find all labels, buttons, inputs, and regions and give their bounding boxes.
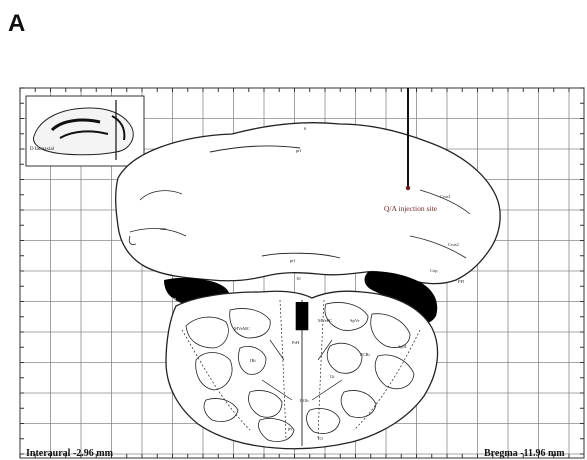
bregma-caption: Bregma -11.96 mm: [484, 448, 565, 459]
region-label: Gi: [330, 374, 335, 379]
sagittal-inset: D Intraaxial: [26, 96, 144, 166]
region-label: MVeMC: [234, 326, 250, 331]
interaural-caption: Interaural -2.96 mm: [26, 448, 114, 459]
region-label: py: [288, 426, 293, 431]
region-label: Crus2: [448, 242, 459, 247]
region-label: ROb: [300, 398, 309, 403]
region-label: MVePC: [318, 318, 332, 323]
region-label: IRt: [250, 358, 257, 363]
region-label: Crus1: [440, 194, 451, 199]
injection-site-label: Q/A injection site: [384, 204, 438, 213]
region-label: prf: [296, 148, 302, 153]
region-label: 4Ven: [168, 296, 176, 301]
region-label: PFl: [458, 279, 465, 284]
region-label: Sp5I: [398, 344, 407, 349]
region-label: Cop: [430, 268, 438, 273]
region-label: SpVe: [350, 318, 360, 323]
injection-site-marker: [406, 186, 410, 190]
region-label: prf: [290, 258, 296, 263]
region-label: PrH: [292, 340, 300, 345]
region-label: PCRt: [360, 352, 371, 357]
region-label: 10: [296, 276, 301, 281]
inset-label: D Intraaxial: [30, 147, 55, 152]
region-label: sim: [160, 226, 167, 231]
region-label: IO: [318, 436, 323, 441]
